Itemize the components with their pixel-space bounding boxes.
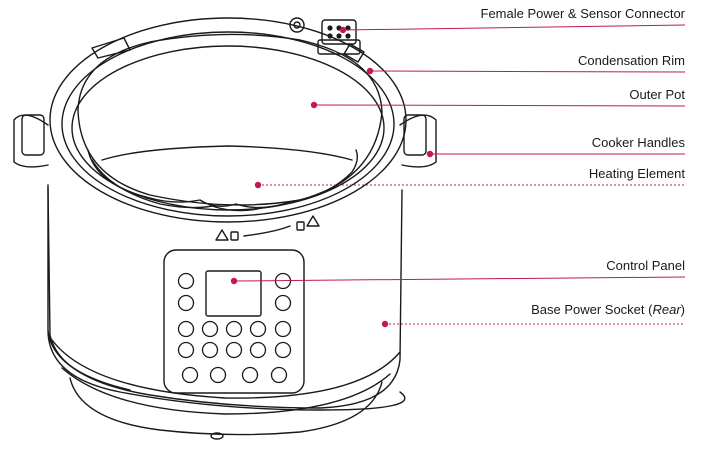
leader-condensation-rim: [369, 70, 686, 73]
cooker-body: [47, 184, 406, 411]
dot-base-power-socket: [381, 320, 389, 328]
base-foot-tab: [210, 432, 224, 440]
lid-outer-rim: [49, 17, 407, 223]
lock-padlock-left: [230, 231, 239, 241]
base-ring-lower: [61, 367, 391, 415]
panel-button: [177, 294, 195, 312]
panel-button: [225, 341, 243, 359]
lid-valve-inner: [293, 21, 301, 29]
panel-button: [177, 341, 195, 359]
connector-pin: [336, 33, 342, 39]
panel-button: [249, 341, 267, 359]
lock-triangle-right: [306, 215, 320, 227]
connector-pin: [345, 33, 351, 39]
right-handle: [399, 114, 437, 168]
dot-cooker-handles: [426, 150, 434, 158]
leader-outer-pot: [313, 104, 686, 107]
panel-button: [201, 341, 219, 359]
panel-button: [177, 272, 195, 290]
label-base-power-socket-text: Base Power Socket (: [531, 302, 653, 317]
right-handle-grip: [403, 114, 427, 156]
connector-pin: [327, 33, 333, 39]
panel-button: [181, 366, 199, 384]
control-panel-frame: [163, 249, 305, 394]
dot-condensation-rim: [366, 67, 374, 75]
lid-rim-inner: [61, 31, 395, 217]
dot-heating-element: [254, 181, 262, 189]
connector-pin: [327, 25, 333, 31]
outer-pot-wall: [77, 109, 383, 206]
dot-outer-pot: [310, 101, 318, 109]
leader-control-panel: [233, 276, 686, 282]
base-foot: [69, 377, 383, 436]
power-sensor-connector: [321, 19, 357, 45]
base-ring-upper: [51, 339, 401, 399]
dot-control-panel: [230, 277, 238, 285]
label-control-panel: Control Panel: [606, 258, 685, 273]
panel-button: [209, 366, 227, 384]
panel-button: [201, 320, 219, 338]
label-base-power-socket-rear: Rear: [652, 302, 681, 317]
lock-triangle-left: [215, 229, 229, 241]
panel-button: [274, 341, 292, 359]
label-female-power-sensor-connector: Female Power & Sensor Connector: [480, 6, 685, 21]
heating-element-ring: [87, 149, 359, 209]
lid-valve: [289, 17, 305, 33]
heating-element-ring-inner: [91, 159, 337, 212]
lock-arc: [243, 225, 291, 237]
panel-button: [225, 320, 243, 338]
leader-dots: [230, 26, 434, 328]
panel-button: [241, 366, 259, 384]
label-heating-element: Heating Element: [588, 166, 685, 181]
leader-female-power-sensor-connector: [342, 24, 686, 31]
connector-pin: [345, 25, 351, 31]
panel-button: [270, 366, 288, 384]
inner-pot-curve: [101, 145, 353, 161]
panel-button: [274, 294, 292, 312]
outer-pot-rim: [77, 33, 383, 113]
panel-button: [274, 320, 292, 338]
label-base-power-socket-end: ): [680, 302, 685, 317]
left-handle: [13, 114, 49, 168]
label-condensation-rim: Condensation Rim: [578, 53, 685, 68]
lock-padlock-right: [296, 221, 305, 231]
left-handle-grip: [21, 114, 45, 156]
leader-lines: [233, 24, 686, 325]
label-base-power-socket: Base Power Socket (Rear): [531, 302, 685, 318]
connector-base: [317, 39, 361, 55]
panel-button: [249, 320, 267, 338]
control-panel-display: [205, 270, 262, 317]
label-cooker-handles: Cooker Handles: [591, 135, 685, 150]
lid-hinge-left: [91, 37, 131, 59]
dot-female-power-sensor-connector: [339, 26, 347, 34]
label-outer-pot: Outer Pot: [629, 87, 685, 102]
panel-button: [177, 320, 195, 338]
